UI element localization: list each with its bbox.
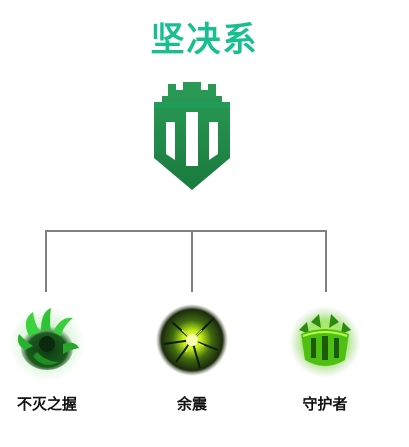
skill-grasp-of-the-undying[interactable]: 不灭之握: [0, 300, 102, 420]
skill-name: 守护者: [302, 395, 348, 413]
fortress-tower-icon: [154, 82, 230, 190]
skill-aftershock[interactable]: 余震: [137, 300, 247, 420]
title: 坚决系: [150, 20, 259, 60]
grasp-of-the-undying-icon: [9, 306, 85, 380]
aftershock-icon: [156, 304, 228, 376]
skill-name: 余震: [176, 395, 207, 413]
skill-name: 不灭之握: [16, 395, 77, 413]
skill-guardian[interactable]: 守护者: [270, 300, 380, 420]
guardian-icon: [289, 306, 361, 378]
